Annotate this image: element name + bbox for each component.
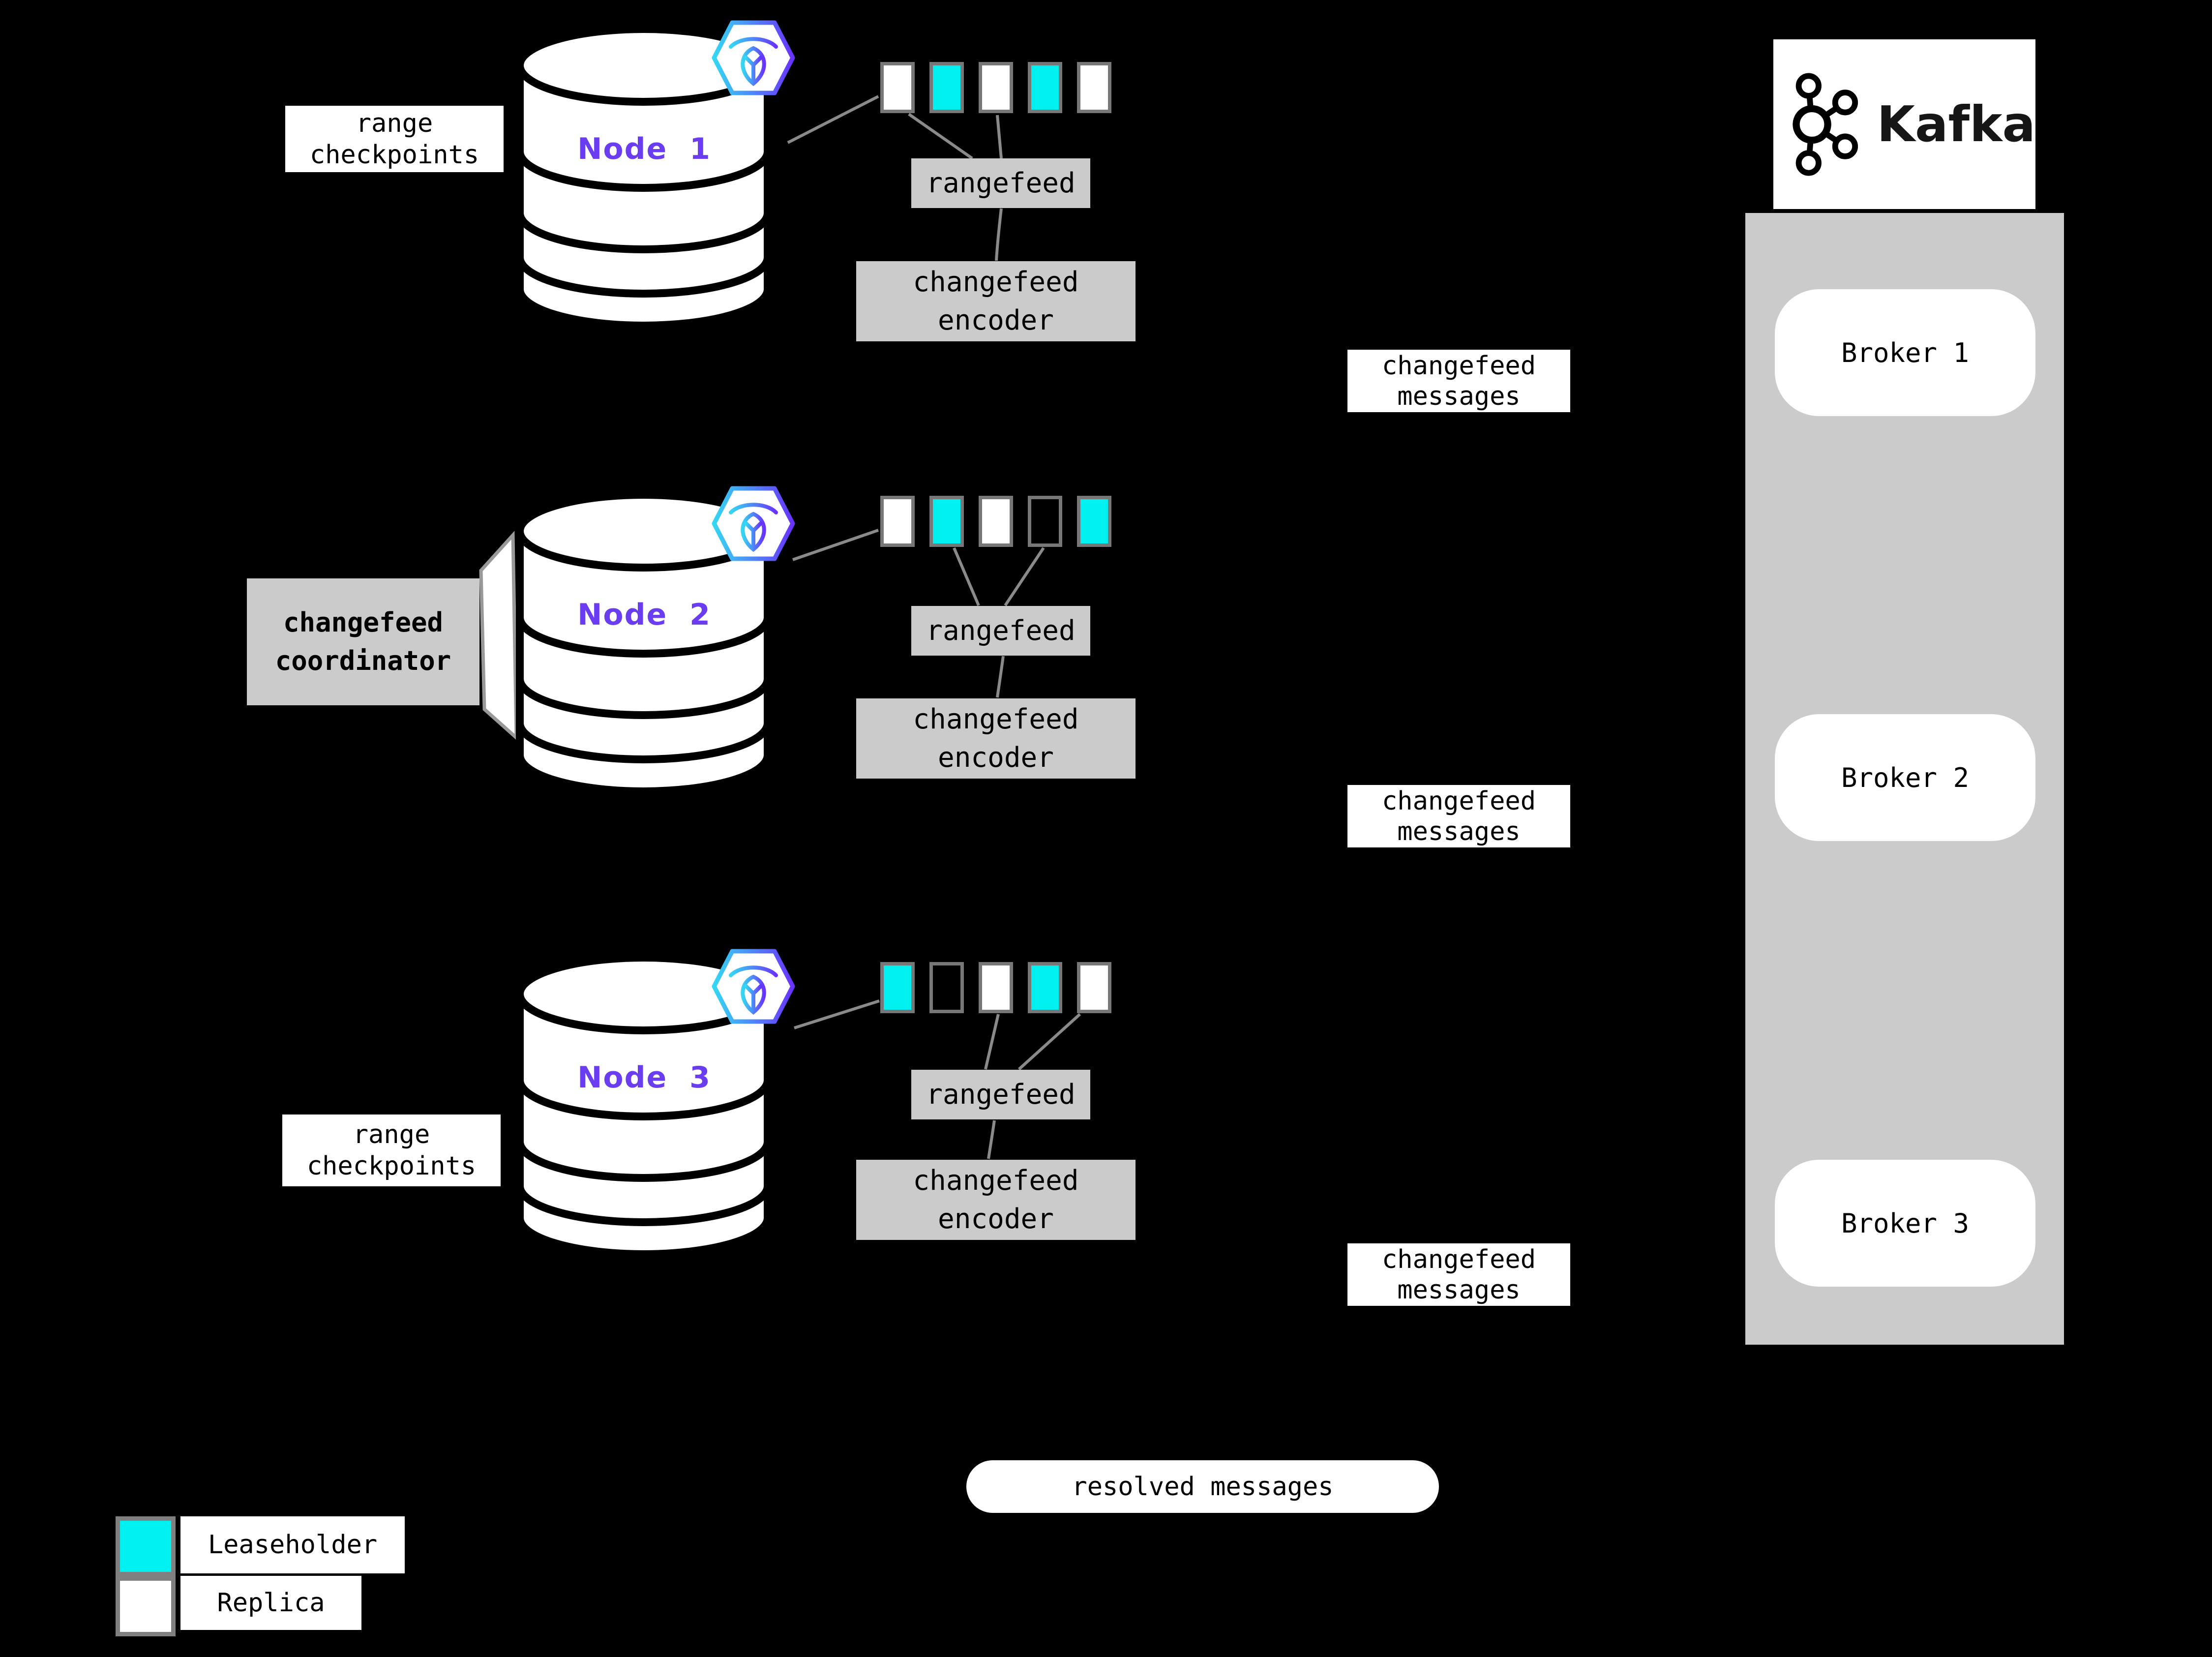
changefeed-coordinator-label: changefeed coordinator [247, 578, 479, 705]
changefeed-encoder-box-node2: changefeed encoder [856, 698, 1136, 779]
rangefeed-box-node2: rangefeed [911, 606, 1090, 656]
node2-label: Node 2 [577, 598, 711, 632]
coordinator-line2: coordinator [275, 645, 451, 676]
changefeed-messages-label-node3: changefeed messages [1347, 1243, 1570, 1306]
resolved-messages-text: resolved messages [1072, 1472, 1334, 1502]
connector-node1-to-range [787, 95, 879, 144]
range-node3-2 [929, 962, 964, 1013]
encoder-line1: changefeed [913, 1164, 1079, 1197]
legend-replica-text: Replica [217, 1588, 325, 1618]
range-node2-3 [979, 496, 1013, 547]
range-node1-4 [1028, 62, 1062, 113]
broker-2-box: Broker 2 [1775, 714, 2035, 841]
kafka-logo-icon [1793, 73, 1858, 176]
broker-1-label: Broker 1 [1841, 337, 1970, 368]
arrow-into-broker-1 [2051, 329, 2086, 351]
coordinator-line1: changefeed [283, 607, 444, 638]
range-node1-2 [929, 62, 964, 113]
range-node1-3 [979, 62, 1013, 113]
resolved-messages-label: resolved messages [966, 1460, 1439, 1513]
node3-label: Node 3 [577, 1060, 711, 1095]
changefeed-messages-label-node2: changefeed messages [1347, 785, 1570, 847]
messages-line2: messages [1397, 1275, 1521, 1305]
range-node2-1 [880, 496, 915, 547]
changefeed-messages-label-node1: changefeed messages [1347, 350, 1570, 412]
range-node1-5 [1077, 62, 1111, 113]
connector-range2-to-rangefeed2 [953, 547, 980, 606]
range-node2-2 [929, 496, 964, 547]
connector-rangefeed1-to-encoder1 [995, 208, 1003, 261]
cockroachdb-logo-icon [712, 20, 795, 95]
range-node2-5 [1077, 496, 1111, 547]
messages-line1: changefeed [1381, 786, 1536, 816]
connector-range3-to-rangefeed3 [984, 1014, 1000, 1070]
changefeed-encoder-box-node1: changefeed encoder [856, 261, 1136, 341]
range-node2-4 [1028, 496, 1062, 547]
legend-leaseholder-text: Leaseholder [208, 1530, 378, 1560]
connector-range3-to-rangefeed1 [996, 115, 1003, 159]
range-node3-3 [979, 962, 1013, 1013]
connector-node3-to-range [794, 999, 880, 1029]
range-checkpoints-label-node1: range checkpoints [285, 106, 504, 172]
node1-label: Node 1 [577, 132, 711, 166]
database-cylinder-node1 [516, 25, 772, 330]
connector-range1-to-rangefeed1 [908, 113, 973, 160]
broker-3-box: Broker 3 [1775, 1160, 2035, 1287]
messages-line1: changefeed [1381, 1244, 1536, 1274]
range-checkpoints-line1: range [353, 1120, 430, 1149]
legend-leaseholder-swatch [116, 1516, 176, 1576]
rangefeed-box-node3: rangefeed [911, 1070, 1090, 1119]
range-checkpoints-line1: range [356, 108, 433, 138]
legend-replica-label: Replica [180, 1576, 361, 1630]
messages-line2: messages [1397, 816, 1521, 846]
encoder-line2: encoder [937, 741, 1054, 774]
cockroachdb-logo-icon [712, 949, 795, 1024]
changefeed-encoder-box-node3: changefeed encoder [856, 1160, 1136, 1240]
legend-replica-swatch [116, 1576, 176, 1636]
connector-range4-to-rangefeed2 [1004, 547, 1045, 606]
range-node3-5 [1077, 962, 1111, 1013]
range-node3-4 [1028, 962, 1062, 1013]
rangefeed-label: rangefeed [926, 167, 1076, 199]
broker-2-label: Broker 2 [1841, 762, 1970, 793]
range-node3-1 [880, 962, 915, 1013]
encoder-line2: encoder [937, 304, 1054, 336]
database-cylinder-node3 [516, 954, 772, 1258]
messages-line1: changefeed [1381, 351, 1536, 381]
kafka-title: Kafka [1877, 95, 2035, 153]
legend-leaseholder-label: Leaseholder [180, 1516, 405, 1573]
connector-node2-to-range [792, 529, 879, 561]
range-checkpoints-line2: checkpoints [309, 140, 479, 170]
connector-range5-to-rangefeed3 [1017, 1013, 1081, 1071]
broker-3-label: Broker 3 [1841, 1207, 1970, 1239]
cockroachdb-logo-icon [712, 486, 795, 561]
connector-rangefeed2-to-encoder2 [996, 656, 1005, 698]
encoder-line1: changefeed [913, 266, 1079, 298]
rangefeed-label: rangefeed [926, 1078, 1076, 1111]
range-node1-1 [880, 62, 915, 113]
rangefeed-box-node1: rangefeed [911, 158, 1090, 208]
encoder-line1: changefeed [913, 703, 1079, 735]
messages-line2: messages [1397, 381, 1521, 411]
coordinator-flag-shape [479, 531, 518, 742]
range-checkpoints-line2: checkpoints [306, 1151, 477, 1181]
encoder-line2: encoder [937, 1203, 1054, 1235]
database-cylinder-node2 [516, 491, 772, 795]
range-checkpoints-label-node3: range checkpoints [282, 1115, 501, 1186]
rangefeed-label: rangefeed [926, 614, 1076, 647]
connector-rangefeed3-to-encoder3 [987, 1120, 996, 1159]
kafka-header-box: Kafka [1773, 39, 2035, 209]
broker-1-box: Broker 1 [1775, 289, 2035, 416]
